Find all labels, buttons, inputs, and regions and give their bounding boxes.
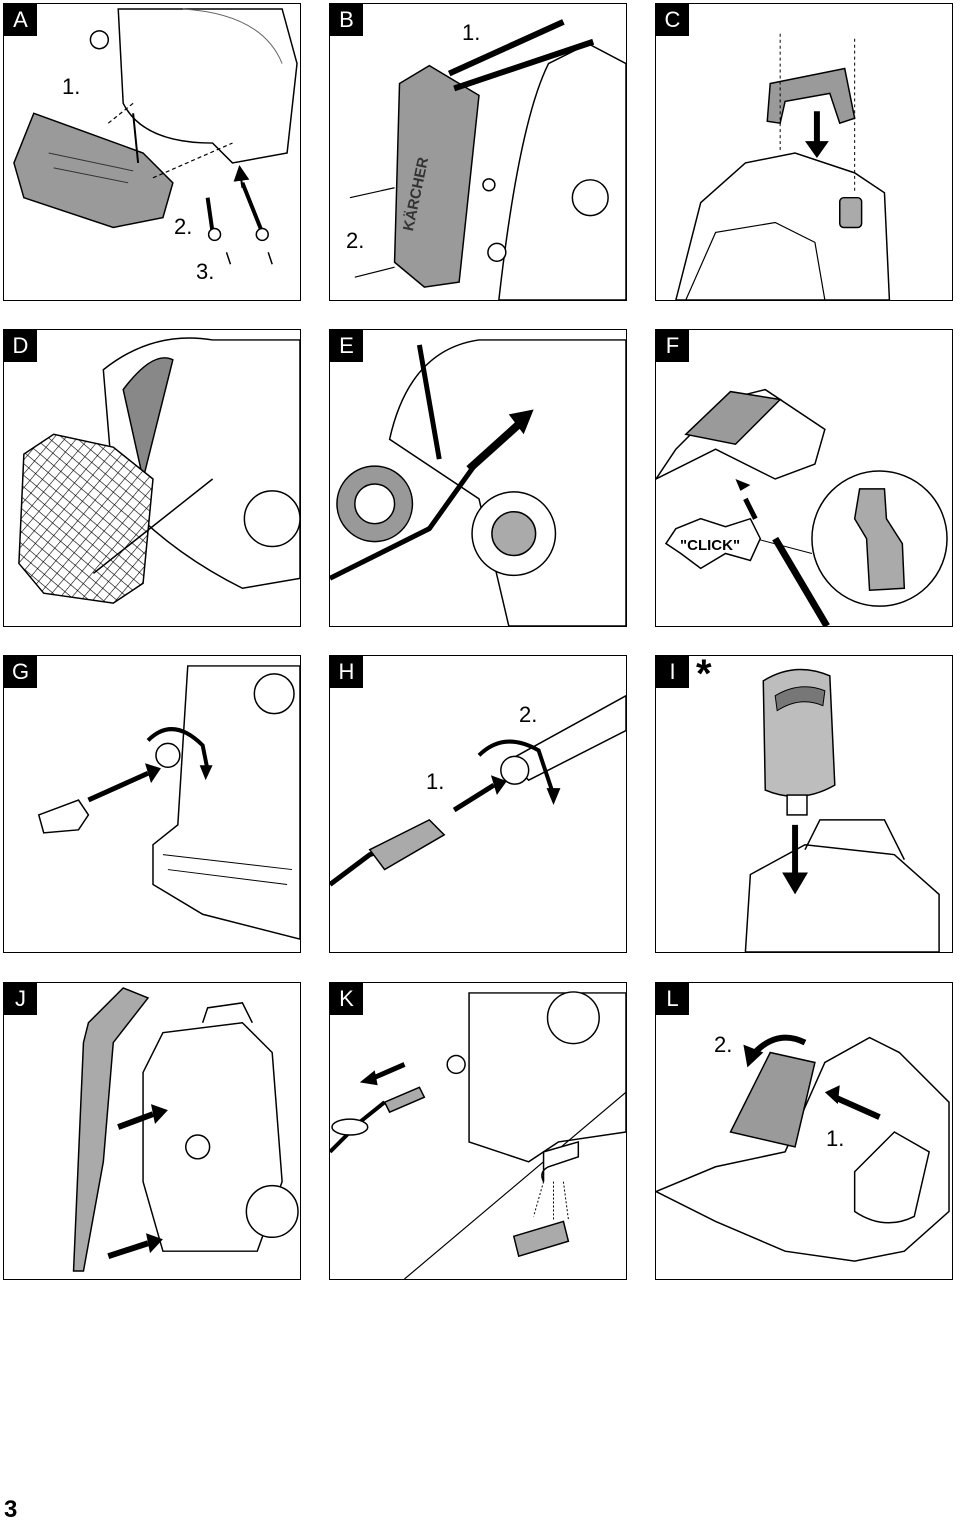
illustration-grid: A 1. 2. 3. B KÄRC xyxy=(3,3,953,1280)
panel-l-illustration xyxy=(656,1034,950,1262)
panel-j-illustration xyxy=(72,987,299,1272)
panel-k-illustration xyxy=(330,991,626,1279)
panel-e-illustration xyxy=(330,339,626,626)
step-1-label: 1. xyxy=(62,74,81,99)
panel-l-label: L xyxy=(656,983,689,1015)
panel-a-illustration xyxy=(13,8,298,265)
panel-i: I * xyxy=(655,655,953,953)
panel-i-illustration xyxy=(744,668,940,952)
panel-b-illustration xyxy=(349,19,626,300)
step-2-label: 2. xyxy=(174,214,193,239)
step-2-label: 2. xyxy=(346,228,365,253)
optional-accessory-marker: * xyxy=(696,655,712,696)
step-1-label: 1. xyxy=(426,769,445,794)
panel-g-illustration xyxy=(37,665,300,940)
panel-l: L 1. 2. xyxy=(655,982,953,1280)
panel-e-label: E xyxy=(330,330,363,362)
panel-h-illustration xyxy=(330,694,626,887)
panel-k-label: K xyxy=(330,983,363,1015)
step-2-label: 2. xyxy=(714,1032,733,1057)
panel-g-label: G xyxy=(4,656,37,688)
panel-f-label: F xyxy=(656,330,689,362)
step-3-label: 3. xyxy=(196,259,215,284)
panel-b-label: B xyxy=(330,4,363,36)
panel-c-illustration xyxy=(675,33,891,300)
panel-b: B KÄRCHER 1. 2. xyxy=(329,3,627,301)
panel-e: E xyxy=(329,329,627,627)
step-1-label: 1. xyxy=(826,1126,845,1151)
panel-c: C xyxy=(655,3,953,301)
panel-k: K xyxy=(329,982,627,1280)
panel-c-label: C xyxy=(656,4,689,36)
panel-i-label: I xyxy=(656,656,689,688)
panel-g: G xyxy=(3,655,301,953)
panel-f: F "CLICK" xyxy=(655,329,953,627)
panel-a: A 1. 2. 3. xyxy=(3,3,301,301)
panel-h: H 1. 2. xyxy=(329,655,627,953)
panel-j: J xyxy=(3,982,301,1280)
panel-h-label: H xyxy=(330,656,363,688)
page-number: 3 xyxy=(4,1496,18,1523)
panel-a-label: A xyxy=(4,4,37,36)
panel-d: D xyxy=(3,329,301,627)
step-2-label: 2. xyxy=(519,702,538,727)
panel-f-illustration xyxy=(656,388,948,626)
panel-j-label: J xyxy=(4,983,37,1015)
step-1-label: 1. xyxy=(462,20,481,45)
panel-d-illustration xyxy=(18,337,300,604)
panel-d-label: D xyxy=(4,330,37,362)
click-callout: "CLICK" xyxy=(680,537,741,554)
